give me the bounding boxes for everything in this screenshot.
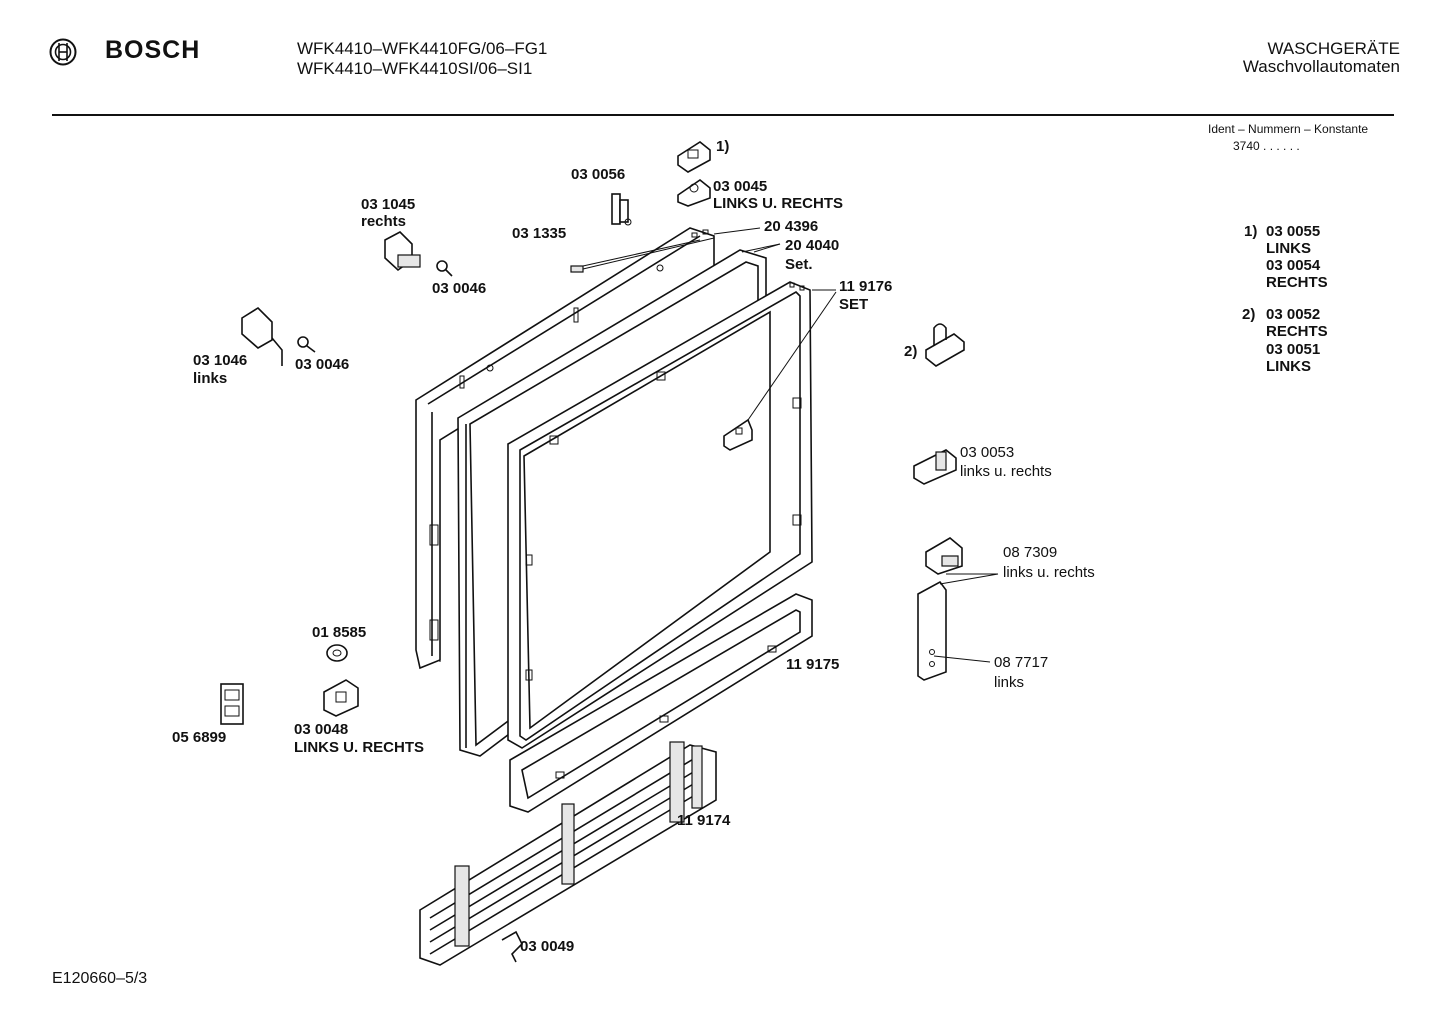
label-03-0045-note: LINKS U. RECHTS [713, 195, 844, 212]
label-03-0045: 03 0045 [713, 178, 768, 195]
leader-lines [582, 227, 999, 663]
label-03-0053: 03 0053 [960, 444, 1015, 461]
label-08-7717: 08 7717 [994, 654, 1049, 671]
label-03-0056: 03 0056 [571, 166, 626, 183]
label-05-6899: 05 6899 [172, 729, 227, 746]
hinge-part-08-7309 [925, 537, 963, 575]
model-line-2: WFK4410–WFK4410SI/06–SI1 [297, 59, 533, 78]
note-2-line-2: RECHTS [1266, 323, 1328, 340]
hinge-part-1 [677, 141, 711, 173]
label-08-7309: 08 7309 [1003, 544, 1058, 561]
clip-03-0048 [323, 679, 359, 717]
ident-value: 3740 . . . . . . [1233, 139, 1300, 153]
label-11-9176-note: SET [839, 296, 869, 313]
note-2-line-1: 03 0052 [1266, 306, 1321, 323]
hinge-part-03-0053 [913, 449, 957, 485]
frame-20-4396 [415, 227, 715, 670]
note-2-marker: 2) [1242, 306, 1256, 323]
label-03-0048: 03 0048 [294, 721, 349, 738]
frame-11-9176 [507, 281, 813, 749]
label-11-9174: 11 9174 [677, 812, 731, 829]
category-line-2: Waschvollautomaten [1242, 57, 1400, 76]
label-20-4396: 20 4396 [764, 218, 819, 235]
label-03-1335: 03 1335 [512, 225, 567, 242]
note-1-line-3: 03 0054 [1266, 257, 1321, 274]
bosch-logo-icon [49, 38, 77, 66]
label-03-0053-note: links u. rechts [960, 463, 1052, 480]
bracket-03-1045 [384, 231, 421, 272]
ident-label: Ident – Nummern – Konstante [1208, 122, 1369, 136]
label-03-0048-note: LINKS U. RECHTS [294, 739, 425, 756]
label-03-1045: 03 1045 [361, 196, 416, 213]
clip-05-6899 [220, 683, 244, 725]
screw-03-0046-b [297, 336, 316, 353]
note-1-line-2: LINKS [1266, 240, 1311, 257]
note-2-line-3: 03 0051 [1266, 341, 1321, 358]
drawing-code: E120660–5/3 [52, 970, 148, 987]
label-01-8585: 01 8585 [312, 624, 367, 641]
label-03-0046-a: 03 0046 [432, 280, 487, 297]
label-08-7717-note: links [994, 674, 1025, 691]
label-03-1046-note: links [193, 370, 228, 387]
note-2-line-4: LINKS [1266, 358, 1311, 375]
label-03-1046: 03 1046 [193, 352, 248, 369]
label-part-2: 2) [904, 343, 918, 360]
bushing-01-8585 [326, 644, 348, 662]
label-11-9175: 11 9175 [786, 656, 840, 673]
frame-11-9175 [509, 593, 813, 813]
shelf-11-9174 [419, 741, 717, 966]
label-11-9176: 11 9176 [839, 278, 893, 295]
note-1-marker: 1) [1244, 223, 1258, 240]
bracket-03-1046 [241, 306, 283, 366]
label-03-0046-b: 03 0046 [295, 356, 350, 373]
screw-03-0046-a [436, 260, 453, 277]
label-20-4040-note: Set. [785, 256, 813, 273]
model-line-1: WFK4410–WFK4410FG/06–FG1 [297, 39, 548, 58]
label-03-1045-note: rechts [361, 213, 407, 230]
header-divider [52, 114, 1394, 116]
note-1-line-1: 03 0055 [1266, 223, 1321, 240]
brand-name: BOSCH [105, 36, 201, 64]
plate-08-7717 [917, 580, 947, 681]
clip-03-0049 [501, 930, 523, 963]
hinge-part-2 [925, 323, 965, 367]
label-20-4040: 20 4040 [785, 237, 840, 254]
clip-03-0056 [611, 193, 632, 226]
insert-03-1335 [570, 265, 584, 273]
label-part-1: 1) [716, 138, 730, 155]
category-line-1: WASCHGERÄTE [1267, 39, 1400, 58]
label-08-7309-note: links u. rechts [1003, 564, 1095, 581]
hinge-part-03-0045 [677, 179, 711, 207]
note-1-line-4: RECHTS [1266, 274, 1328, 291]
label-03-0049: 03 0049 [520, 938, 575, 955]
